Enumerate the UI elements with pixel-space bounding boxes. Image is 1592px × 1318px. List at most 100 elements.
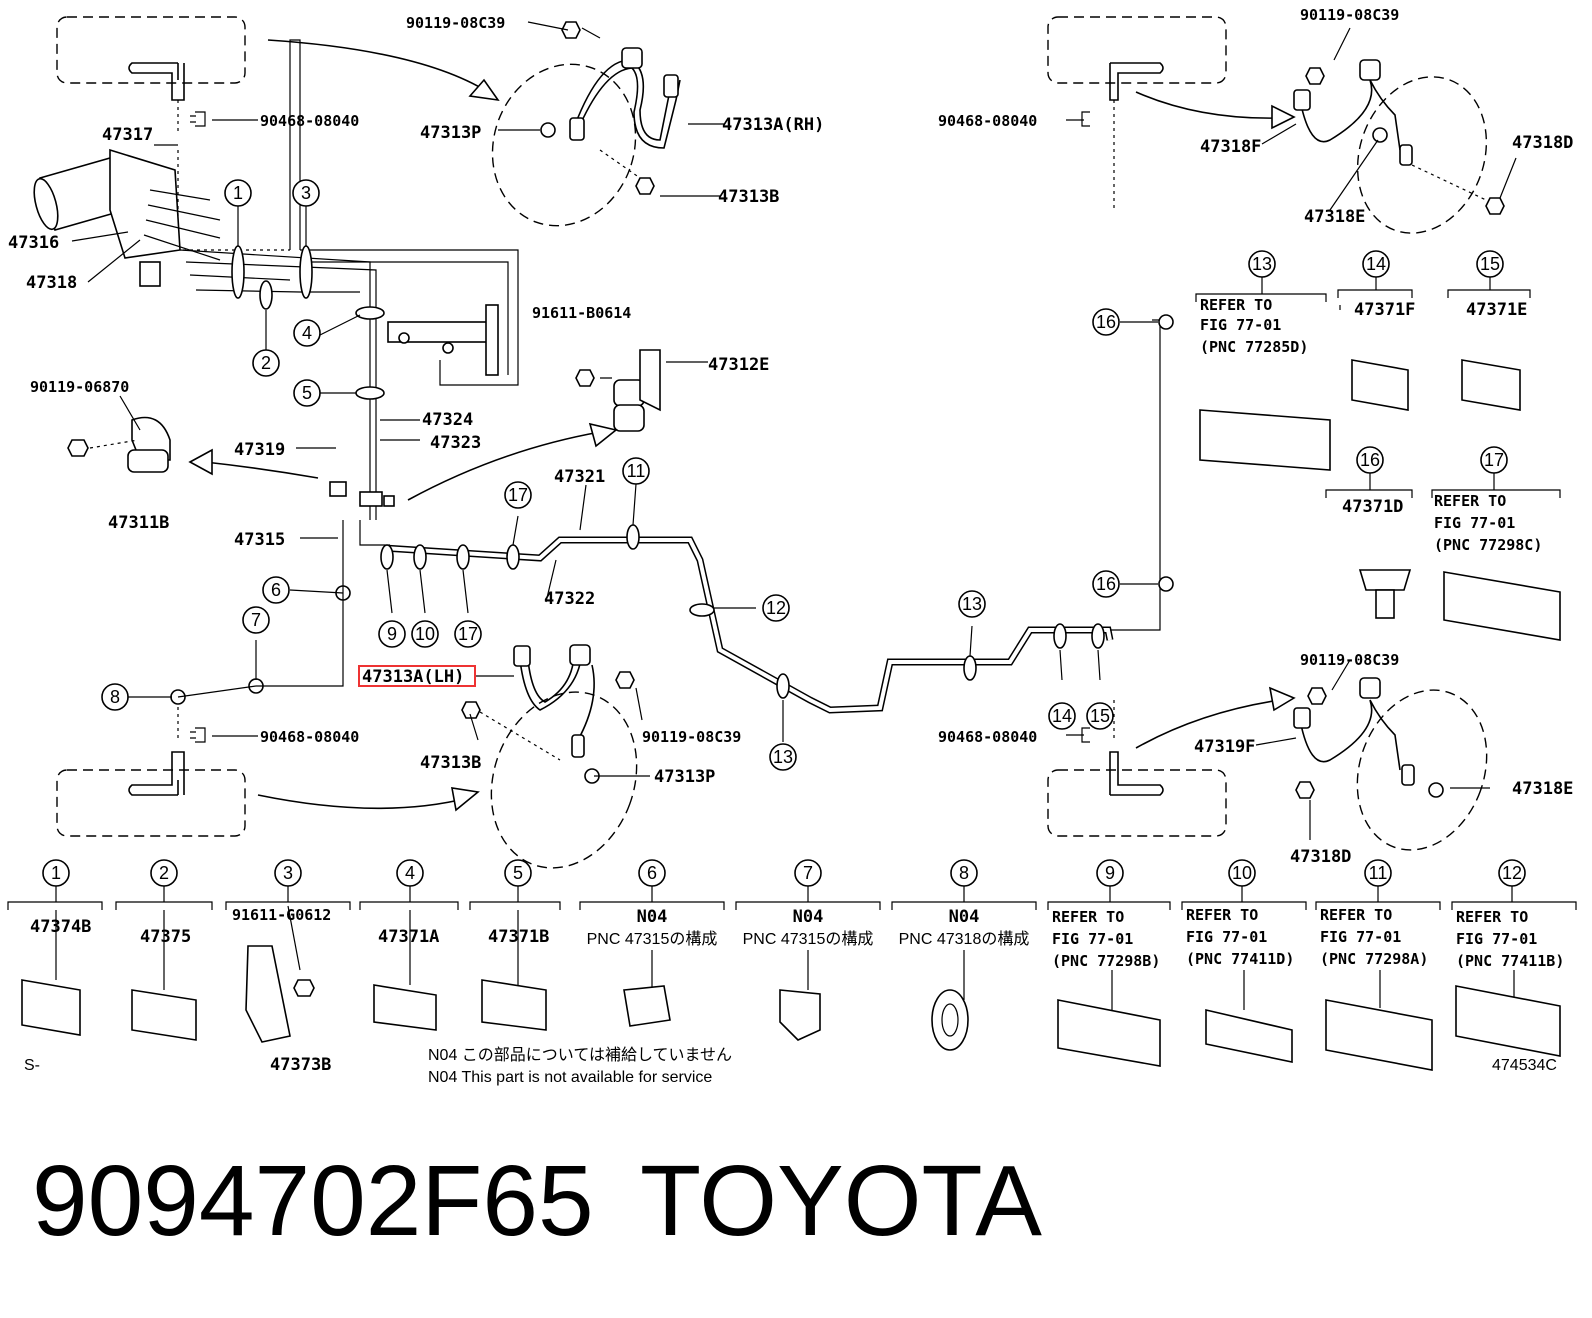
callout-6: 6 (262, 576, 290, 604)
callout-14b: 14 (1362, 250, 1390, 278)
label-47317: 47317 (102, 125, 153, 145)
callout-1: 1 (224, 179, 252, 207)
svg-text:8: 8 (110, 687, 120, 707)
refer13-line3: (PNC 77285D) (1200, 338, 1308, 356)
svg-text:10: 10 (415, 624, 435, 644)
legend-callout-1: 1 (42, 859, 70, 887)
brand-title: TOYOTA (640, 1145, 1042, 1257)
callout-14: 14 (1048, 702, 1076, 730)
svg-text:3: 3 (301, 183, 311, 203)
callout-5: 5 (293, 379, 321, 407)
wheel-box-front-left (56, 16, 246, 84)
callout-15: 15 (1086, 702, 1114, 730)
legend-5-pn: 47371B (488, 927, 549, 947)
svg-text:1: 1 (51, 863, 61, 883)
wheel-box-rear-left (56, 769, 246, 837)
legend-11-l1: REFER TO (1320, 906, 1392, 924)
refer17-line3: (PNC 77298C) (1434, 536, 1542, 554)
label-47324: 47324 (422, 410, 473, 430)
label-90468-08040-fl: 90468-08040 (260, 112, 359, 130)
callout-13c: 13 (1248, 250, 1276, 278)
label-47371d: 47371D (1342, 497, 1403, 517)
label-47313b-rl: 47313B (420, 753, 481, 773)
svg-text:14: 14 (1052, 706, 1072, 726)
label-47321: 47321 (554, 467, 605, 487)
label-47313a-lh: 47313A(LH) (362, 667, 464, 687)
label-90119-06870: 90119-06870 (30, 378, 129, 396)
legend-7-l1: N04 (793, 907, 824, 927)
callout-13a: 13 (769, 743, 797, 771)
label-47311b: 47311B (108, 513, 169, 533)
legend-1-pn: 47374B (30, 917, 91, 937)
legend-4-pn: 47371A (378, 927, 439, 947)
label-47318d-rr: 47318D (1290, 847, 1351, 867)
legend-callout-10: 10 (1228, 859, 1256, 887)
svg-text:2: 2 (159, 863, 169, 883)
label-90468-08040-rl: 90468-08040 (260, 728, 359, 746)
label-47318e-fr: 47318E (1304, 207, 1365, 227)
callout-3: 3 (292, 179, 320, 207)
legend: 1 2 3 4 5 6 7 8 9 10 11 12 47374B 47375 … (7, 859, 1577, 1086)
svg-text:6: 6 (647, 863, 657, 883)
callout-12: 12 (762, 594, 790, 622)
svg-text:15: 15 (1480, 254, 1500, 274)
callout-16b: 16 (1092, 570, 1120, 598)
callout-17c: 17 (1480, 446, 1508, 474)
label-91611-b0614: 91611-B0614 (532, 304, 631, 322)
legend-9-l2: FIG 77-01 (1052, 930, 1133, 948)
svg-text:13: 13 (962, 594, 982, 614)
legend-10-l3: (PNC 77411D) (1186, 950, 1294, 968)
callout-17b: 17 (504, 481, 532, 509)
legend-10-l1: REFER TO (1186, 906, 1258, 924)
legend-9-l1: REFER TO (1052, 908, 1124, 926)
svg-text:15: 15 (1090, 706, 1110, 726)
callout-17a: 17 (454, 620, 482, 648)
label-47315: 47315 (234, 530, 285, 550)
svg-text:9: 9 (387, 624, 397, 644)
legend-9-l3: (PNC 77298B) (1052, 952, 1160, 970)
legend-callout-12: 12 (1498, 859, 1526, 887)
callout-2: 2 (252, 349, 280, 377)
highlight-box (358, 665, 476, 687)
callout-7: 7 (242, 606, 270, 634)
label-47371e: 47371E (1466, 300, 1527, 320)
label-47313p-rl: 47313P (654, 767, 715, 787)
legend-callout-8: 8 (950, 859, 978, 887)
callout-9: 9 (378, 620, 406, 648)
legend-7-l2: PNC 47315の構成 (743, 930, 874, 948)
wheel-box-front-right (1047, 16, 1227, 84)
svg-text:17: 17 (1484, 450, 1504, 470)
legend-8-l1: N04 (949, 907, 980, 927)
svg-text:17: 17 (508, 485, 528, 505)
svg-text:5: 5 (302, 383, 312, 403)
svg-text:8: 8 (959, 863, 969, 883)
svg-text:3: 3 (283, 863, 293, 883)
refer13-line1: REFER TO (1200, 296, 1272, 314)
svg-text:12: 12 (766, 598, 786, 618)
callout-10: 10 (411, 620, 439, 648)
svg-text:4: 4 (302, 323, 312, 343)
part-number-title: 9094702F65 (32, 1145, 594, 1257)
callout-16c: 16 (1356, 446, 1384, 474)
legend-callout-6: 6 (638, 859, 666, 887)
svg-text:11: 11 (627, 461, 646, 481)
label-47319f: 47319F (1194, 737, 1255, 757)
callout-15b: 15 (1476, 250, 1504, 278)
label-90119-08c39-fl: 90119-08C39 (406, 14, 505, 32)
legend-12-l1: REFER TO (1456, 908, 1528, 926)
callout-4: 4 (293, 319, 321, 347)
abs-actuator (33, 148, 221, 287)
note-n04-jp: N04 この部品については補給していません (428, 1046, 732, 1064)
svg-text:4: 4 (405, 863, 415, 883)
svg-text:6: 6 (271, 580, 281, 600)
label-47318f: 47318F (1200, 137, 1261, 157)
label-47318e-rr: 47318E (1512, 779, 1573, 799)
svg-text:17: 17 (458, 624, 478, 644)
legend-11-l2: FIG 77-01 (1320, 928, 1401, 946)
label-47313b-fl: 47313B (718, 187, 779, 207)
label-47313p-fl: 47313P (420, 123, 481, 143)
label-47316: 47316 (8, 233, 59, 253)
label-90119-08c39-rr: 90119-08C39 (1300, 651, 1399, 669)
legend-callout-3: 3 (274, 859, 302, 887)
